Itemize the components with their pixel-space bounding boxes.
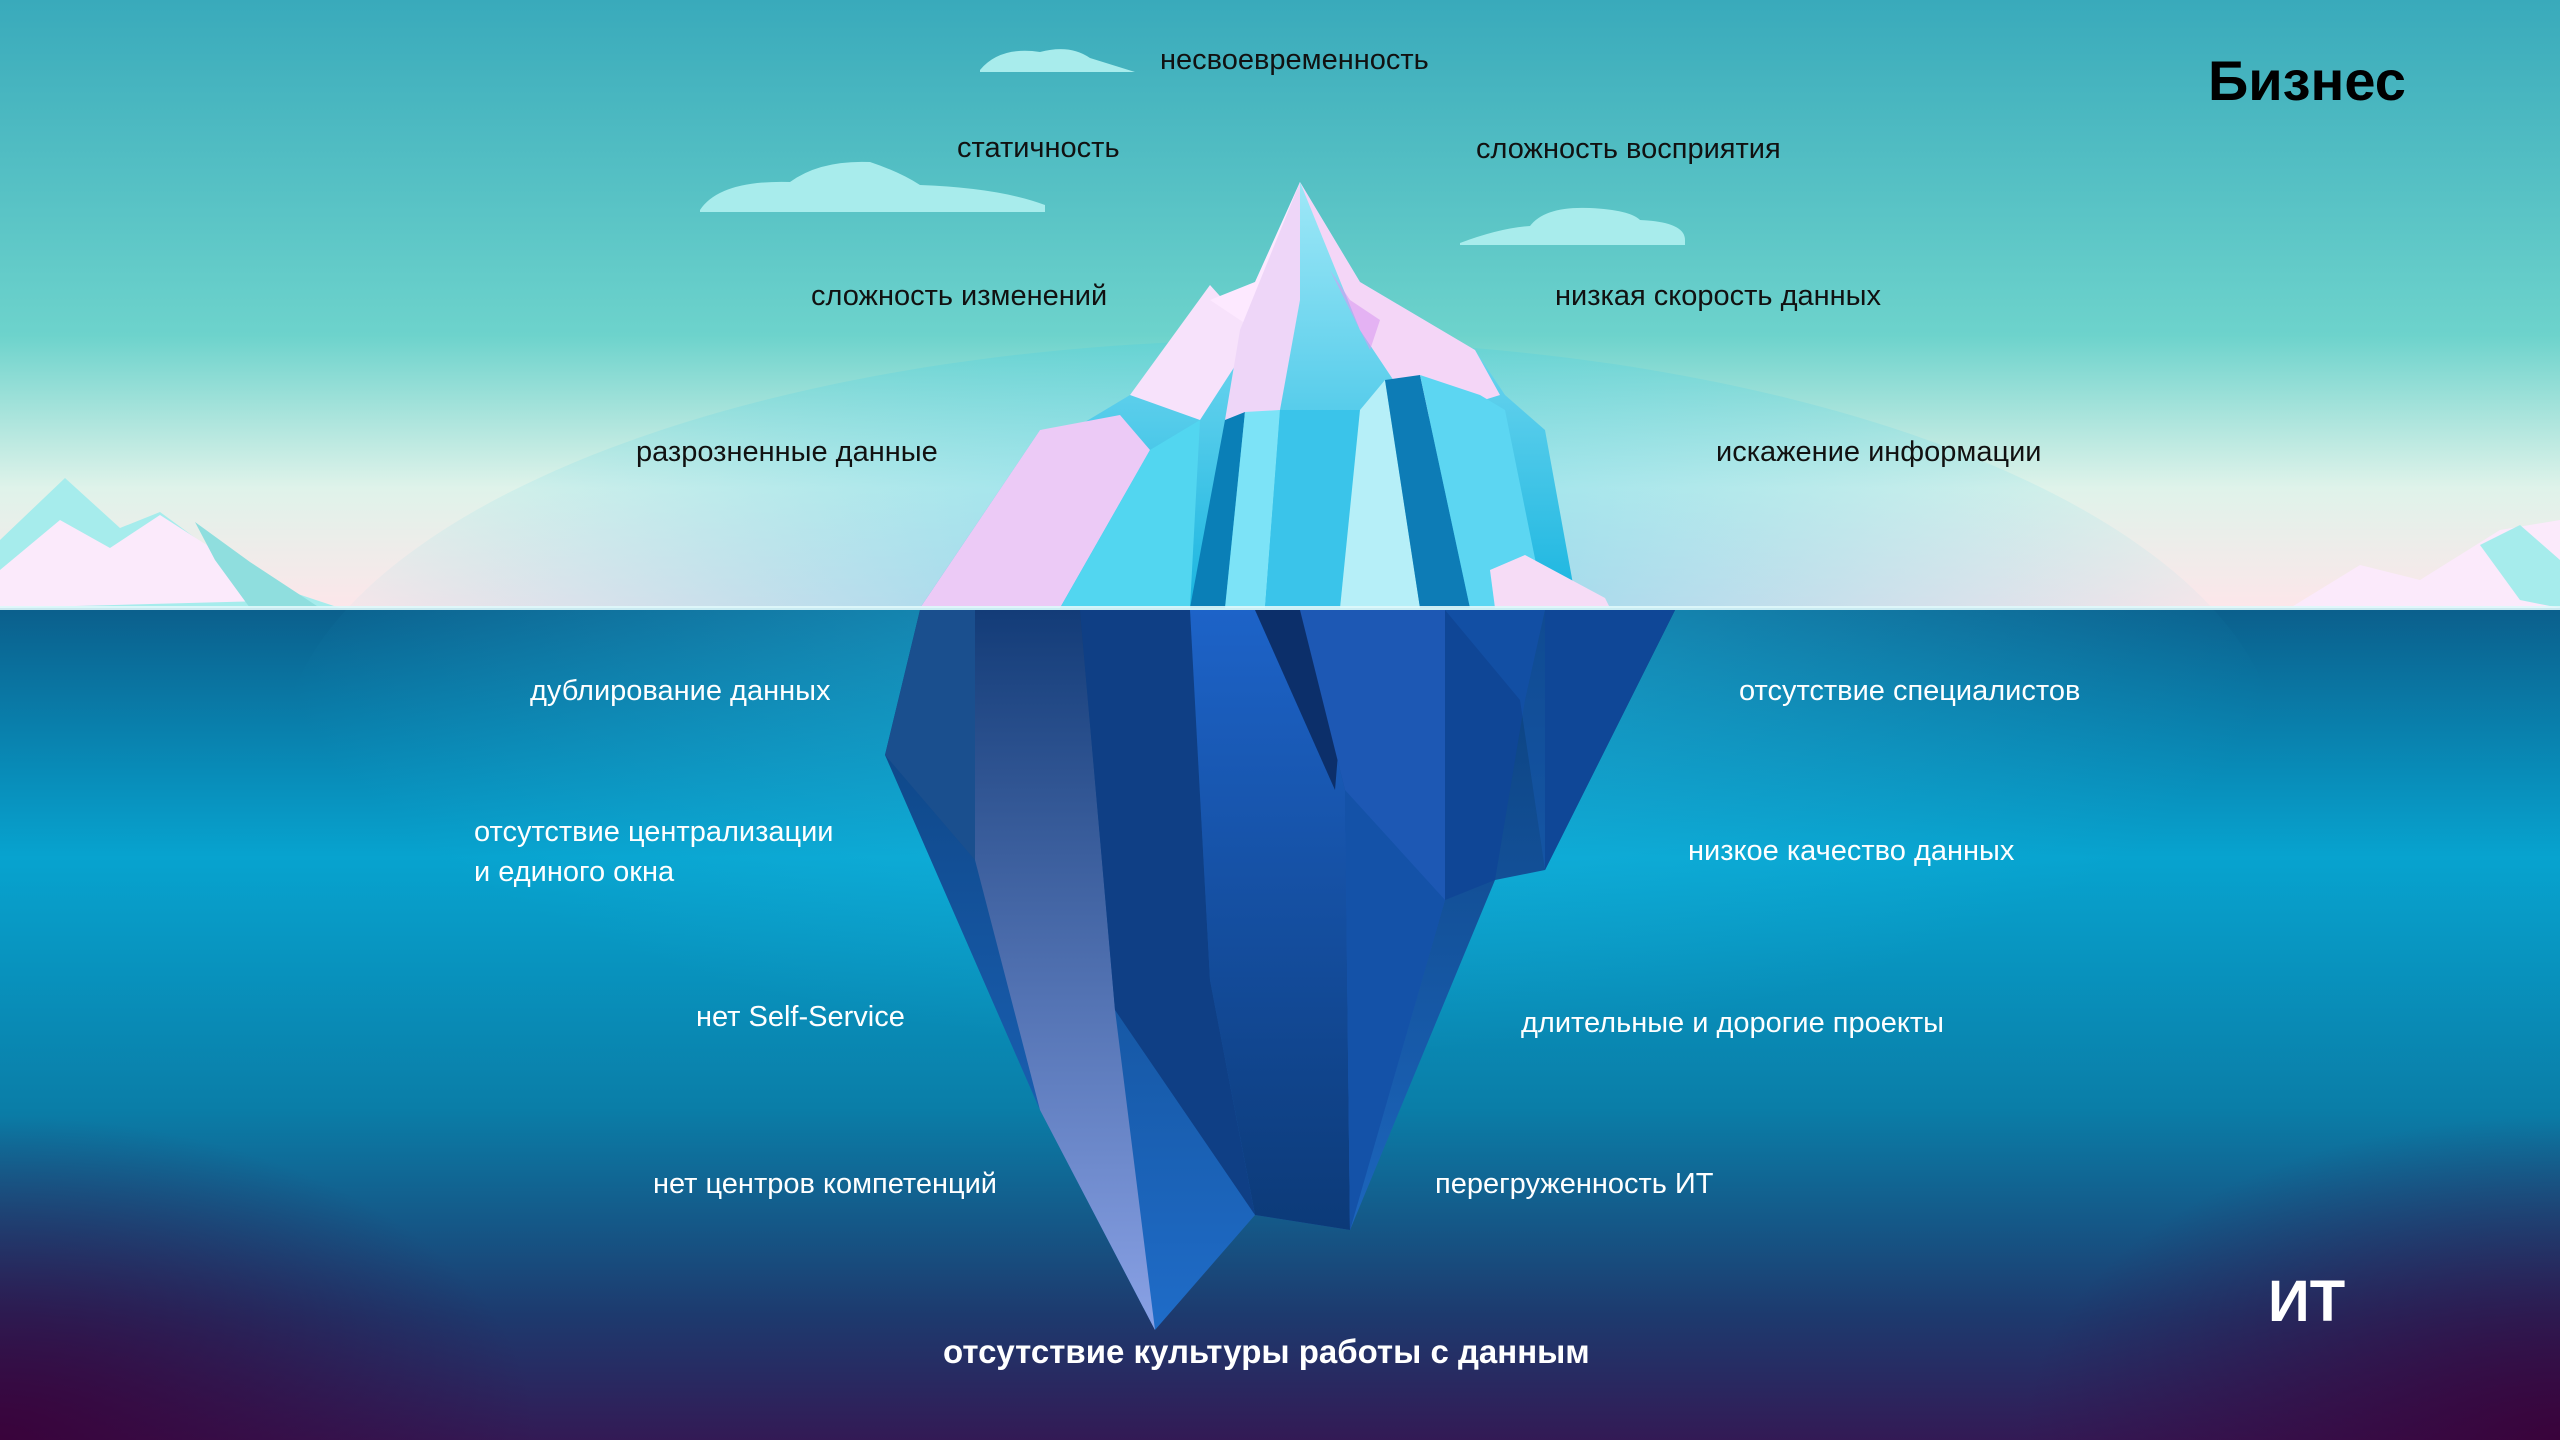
label-long-expensive-projects: длительные и дорогие проекты [1521, 1007, 1944, 1039]
label-change-complexity: сложность изменений [811, 280, 1108, 312]
layer-title-it: ИТ [2268, 1269, 2346, 1334]
label-low-data-speed: низкая скорость данных [1555, 280, 1881, 312]
label-no-competence-centers: нет центров компетенций [653, 1168, 998, 1200]
label-no-self-service: нет Self-Service [696, 1001, 905, 1033]
layer-title-business: Бизнес [2208, 49, 2406, 112]
label-untimeliness: несвоевременность [1160, 44, 1429, 76]
label-no-centralization-line1: отсутствие централизации [474, 816, 834, 848]
label-no-data-culture: отсутствие культуры работы с данным [943, 1333, 1590, 1370]
label-data-duplication: дублирование данных [530, 675, 831, 707]
label-low-data-quality: низкое качество данных [1688, 835, 2015, 867]
label-fragmented-data: разрозненные данные [636, 436, 938, 468]
label-no-specialists: отсутствие специалистов [1739, 675, 2081, 707]
label-static: статичность [957, 132, 1120, 164]
label-no-centralization-line2: и единого окна [474, 856, 675, 888]
label-no-centralization: отсутствие централизации и единого окна [474, 812, 894, 892]
label-it-overload: перегруженность ИТ [1435, 1168, 1714, 1200]
label-perception-complexity: сложность восприятия [1476, 133, 1781, 165]
label-information-distortion: искажение информации [1716, 436, 2042, 468]
